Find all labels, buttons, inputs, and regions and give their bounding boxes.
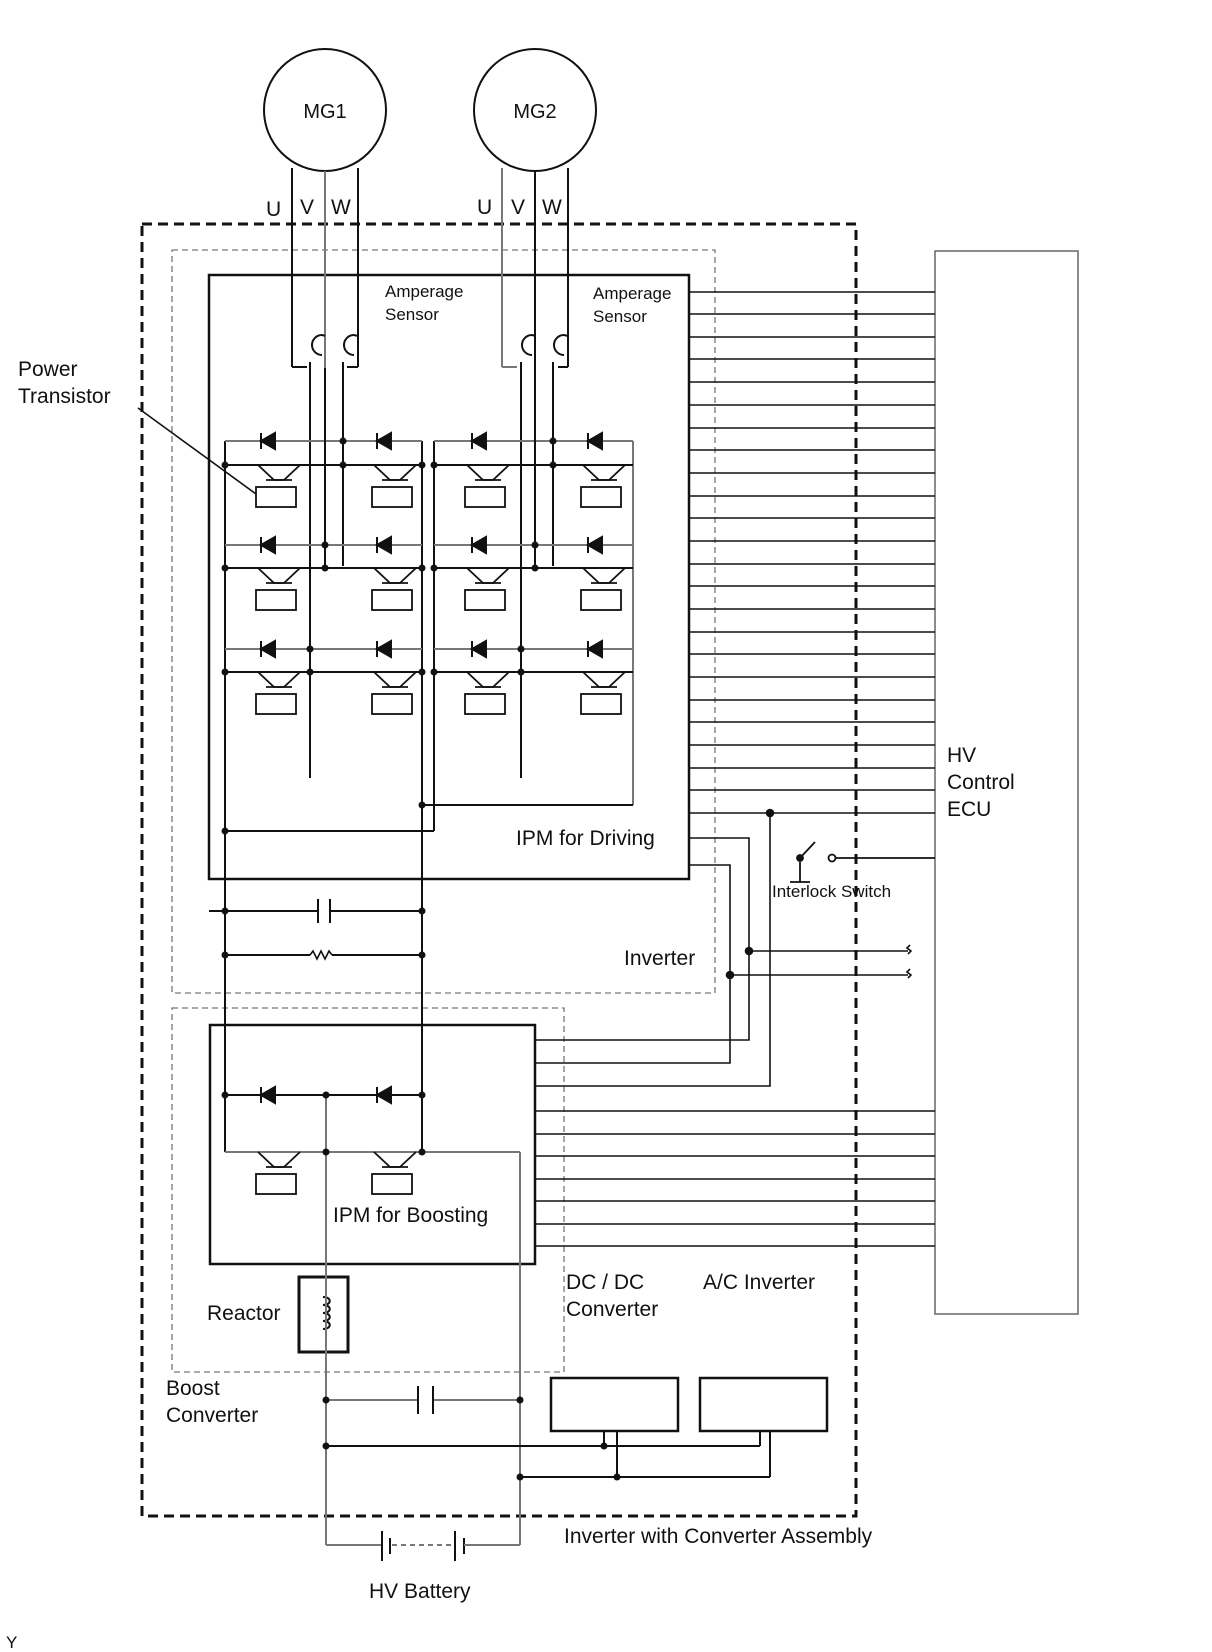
power-transistor-label-line2: Transistor	[18, 385, 111, 408]
inverter-converter-assembly-boundary	[140, 222, 858, 1518]
power-transistor-label-line1: Power	[18, 358, 78, 381]
dcdc-converter-label-line2: Converter	[566, 1298, 658, 1321]
hv-control-ecu-box	[934, 250, 1079, 1315]
ipm-boosting-wiring	[221, 1085, 521, 1545]
mg1-phase-u-label: U	[266, 198, 281, 221]
ipm-boosting-box	[208, 1023, 537, 1266]
ecu-label-line3: ECU	[947, 798, 991, 821]
mg1-label: MG1	[303, 101, 346, 123]
reactor-label: Reactor	[207, 1302, 281, 1325]
mg2-label: MG2	[513, 101, 556, 123]
hv-battery-label: HV Battery	[369, 1580, 471, 1603]
interlock-switch-icon	[790, 841, 935, 883]
ipm-driving-bridge-wiring	[224, 440, 634, 1152]
corner-mark: Y	[6, 1633, 17, 1652]
mg2-phase-v-label: V	[511, 196, 525, 219]
inverter-bus-components	[209, 899, 426, 961]
mg2-amperage-sensor-icon	[521, 334, 568, 356]
inverter-boundary	[171, 249, 716, 994]
amperage-sensor-mg2-label-line1: Amperage	[593, 284, 671, 303]
boost-converter-label-line2: Converter	[166, 1404, 258, 1427]
ac-inverter-label: A/C Inverter	[703, 1271, 815, 1294]
dcdc-converter-label-line1: DC / DC	[566, 1271, 644, 1294]
power-transistor-leader-line	[137, 407, 257, 495]
ipm-driving-box	[207, 273, 691, 881]
ipm-boosting-label: IPM for Boosting	[333, 1204, 488, 1227]
battery-bus-wiring	[322, 1386, 771, 1561]
mg2-phase-w-label: W	[542, 196, 562, 219]
amperage-sensor-mg1-label-line2: Sensor	[385, 305, 439, 324]
mg1-phase-w-label: W	[331, 196, 351, 219]
driving-junctions	[221, 437, 557, 835]
reactor-coil-icon	[322, 1296, 331, 1330]
ipm-driving-label: IPM for Driving	[516, 827, 655, 850]
amperage-sensor-mg2-label-line2: Sensor	[593, 307, 647, 326]
amperage-sensor-mg1-label-line1: Amperage	[385, 282, 463, 301]
ac-inverter-box	[698, 1376, 829, 1433]
ecu-label-line2: Control	[947, 771, 1015, 794]
driving-diodes	[258, 431, 603, 659]
ecu-signal-lines	[535, 291, 935, 1247]
interlock-switch-label: Interlock Switch	[772, 882, 891, 901]
dcdc-converter-box	[549, 1376, 680, 1433]
mg1-amperage-sensor-icon	[311, 334, 358, 356]
inverter-label: Inverter	[624, 947, 695, 970]
mg2-phase-u-label: U	[477, 196, 492, 219]
motor-mg1: MG1	[263, 48, 387, 172]
mg1-phase-v-label: V	[300, 196, 314, 219]
ipm-interconnect-lines	[535, 808, 913, 1087]
motor-mg2: MG2	[473, 48, 597, 172]
boost-converter-label-line1: Boost	[166, 1377, 220, 1400]
reactor-box	[297, 1275, 350, 1354]
assembly-label: Inverter with Converter Assembly	[564, 1525, 873, 1548]
ecu-label-line1: HV	[947, 744, 976, 767]
boost-converter-boundary	[171, 1007, 565, 1373]
driving-transistors	[255, 464, 626, 715]
